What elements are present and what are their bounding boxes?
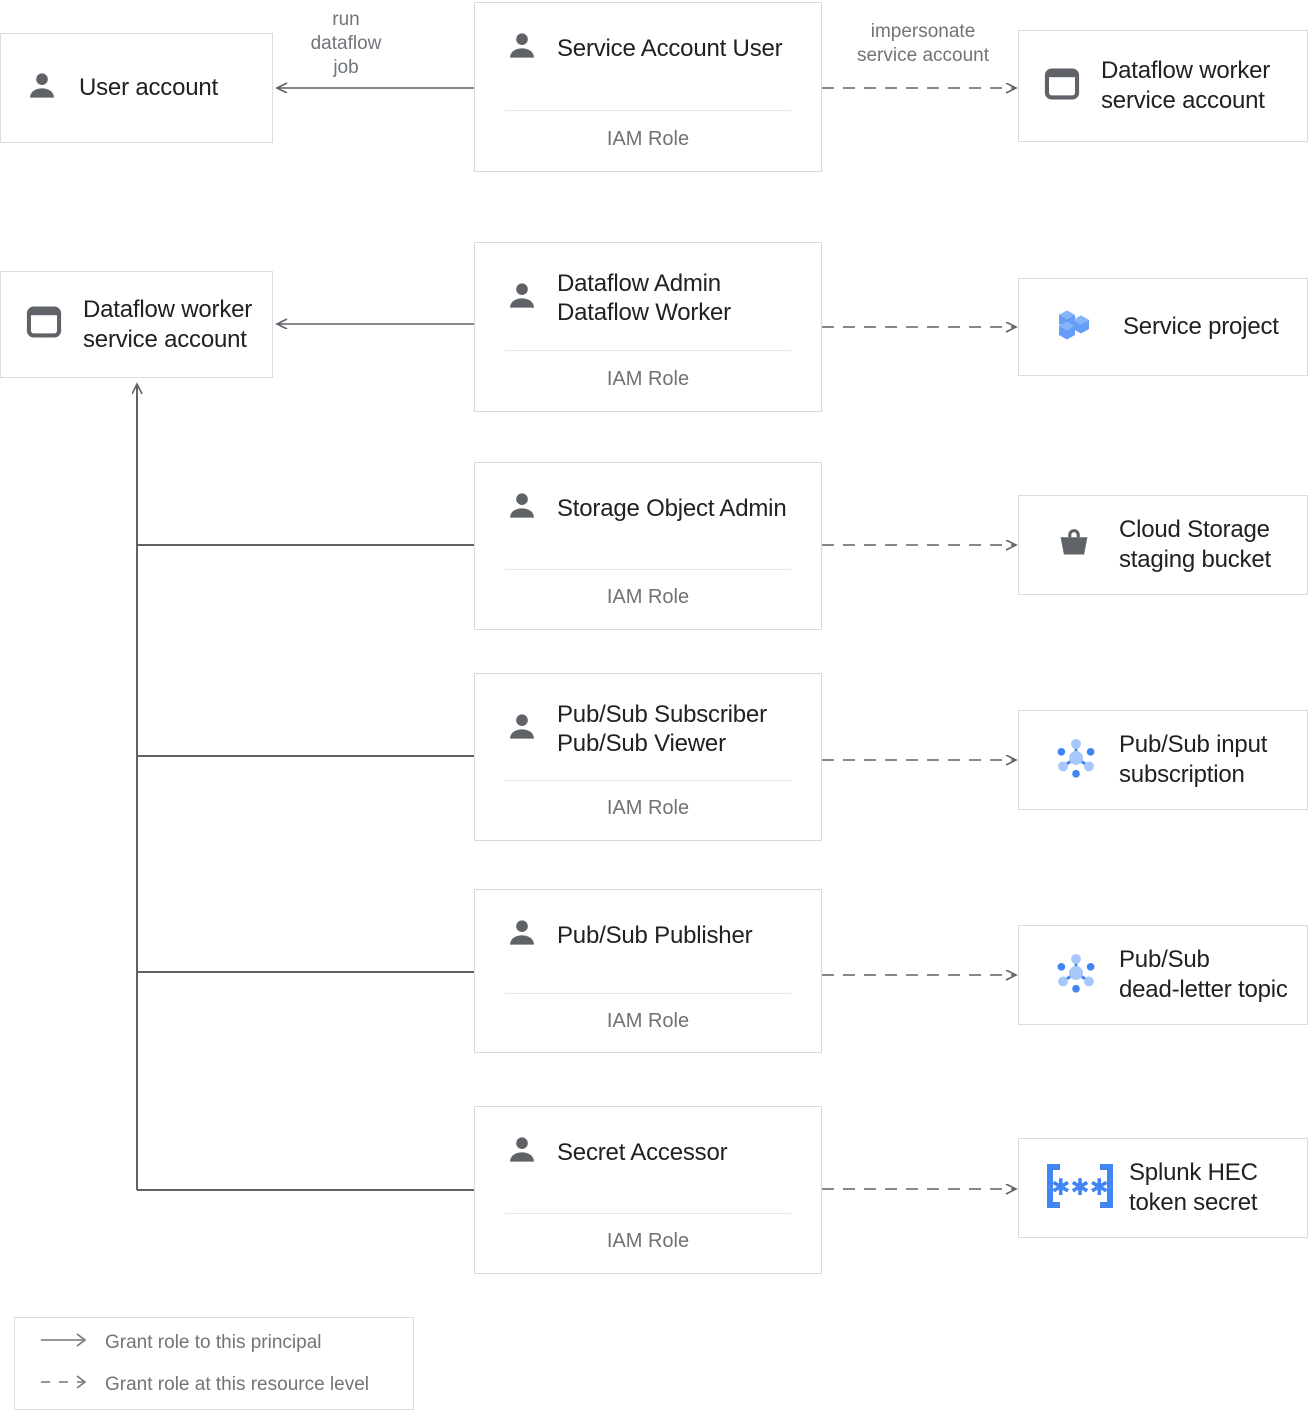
pubsub-icon bbox=[1049, 731, 1103, 790]
person-icon bbox=[25, 69, 59, 108]
role-card-pubsub-publisher[interactable]: Pub/Sub Publisher IAM Role bbox=[474, 889, 822, 1053]
role-title: Service Account User bbox=[557, 35, 783, 62]
service-account-icon bbox=[1043, 65, 1081, 108]
storage-bucket-icon bbox=[1051, 520, 1097, 571]
entity-label: Dataflow worker service account bbox=[83, 295, 253, 353]
person-icon bbox=[505, 489, 539, 528]
edge-label-impersonate-service-account: impersonate service account bbox=[856, 21, 989, 66]
entity-service-project[interactable]: Service project bbox=[1018, 278, 1308, 376]
entity-label: Cloud Storage staging bucket bbox=[1119, 516, 1271, 573]
legend-item-grant-at-resource-level: Grant role at this resource level bbox=[39, 1372, 369, 1397]
entity-dataflow-worker-service-account[interactable]: Dataflow worker service account bbox=[0, 271, 273, 378]
entity-label: Dataflow worker service account bbox=[1101, 57, 1271, 114]
entity-label: Pub/Sub input subscription bbox=[1119, 731, 1268, 788]
legend-label: Grant role at this resource level bbox=[105, 1373, 370, 1395]
card-divider bbox=[505, 780, 791, 781]
card-divider bbox=[505, 110, 791, 111]
person-icon bbox=[505, 916, 539, 955]
pubsub-icon bbox=[1049, 946, 1103, 1005]
secret-asterisks-icon: ✱✱✱ bbox=[1045, 1161, 1115, 1216]
entity-label: Pub/Sub dead-letter topic bbox=[1119, 946, 1288, 1003]
person-icon bbox=[505, 29, 539, 68]
entity-cloud-storage-staging-bucket[interactable]: Cloud Storage staging bucket bbox=[1018, 495, 1308, 595]
legend: Grant role to this principal Grant role … bbox=[14, 1317, 414, 1410]
role-card-storage-object-admin[interactable]: Storage Object Admin IAM Role bbox=[474, 462, 822, 630]
entity-pubsub-input-subscription[interactable]: Pub/Sub input subscription bbox=[1018, 710, 1308, 810]
role-subtitle: IAM Role bbox=[606, 586, 690, 608]
legend-label: Grant role to this principal bbox=[105, 1331, 322, 1353]
role-title: Secret Accessor bbox=[557, 1139, 728, 1166]
role-card-secret-accessor[interactable]: Secret Accessor IAM Role bbox=[474, 1106, 822, 1274]
person-icon bbox=[505, 710, 539, 749]
edge-label-run-dataflow-job: run dataflow job bbox=[310, 9, 382, 78]
role-subtitle: IAM Role bbox=[606, 1230, 690, 1252]
role-subtitle: IAM Role bbox=[606, 368, 690, 390]
role-subtitle: IAM Role bbox=[606, 797, 690, 819]
role-title: Dataflow Admin Dataflow Worker bbox=[557, 270, 731, 326]
entity-label: User account bbox=[79, 74, 218, 101]
person-icon bbox=[505, 279, 539, 318]
dashed-arrow-icon bbox=[39, 1372, 91, 1397]
role-title: Pub/Sub Subscriber Pub/Sub Viewer bbox=[557, 701, 767, 757]
role-card-service-account-user[interactable]: Service Account User IAM Role bbox=[474, 2, 822, 172]
service-account-icon bbox=[25, 303, 63, 346]
entity-label: Splunk HEC token secret bbox=[1129, 1159, 1258, 1216]
entity-user-account[interactable]: User account bbox=[0, 33, 273, 143]
entity-splunk-hec-token-secret[interactable]: ✱✱✱ Splunk HEC token secret bbox=[1018, 1138, 1308, 1238]
role-title: Pub/Sub Publisher bbox=[557, 922, 753, 949]
card-divider bbox=[505, 1213, 791, 1214]
card-divider bbox=[505, 569, 791, 570]
role-card-pubsub-subscriber[interactable]: Pub/Sub Subscriber Pub/Sub Viewer IAM Ro… bbox=[474, 673, 822, 841]
entity-dataflow-worker-service-account-top[interactable]: Dataflow worker service account bbox=[1018, 30, 1308, 142]
project-hexagons-icon bbox=[1051, 301, 1099, 354]
card-divider bbox=[505, 993, 791, 994]
legend-item-grant-to-principal: Grant role to this principal bbox=[39, 1330, 322, 1355]
role-card-dataflow-admin[interactable]: Dataflow Admin Dataflow Worker IAM Role bbox=[474, 242, 822, 412]
role-subtitle: IAM Role bbox=[606, 128, 690, 150]
person-icon bbox=[505, 1133, 539, 1172]
role-subtitle: IAM Role bbox=[606, 1010, 690, 1032]
entity-label: Service project bbox=[1123, 313, 1279, 340]
card-divider bbox=[505, 350, 791, 351]
entity-pubsub-dead-letter-topic[interactable]: Pub/Sub dead-letter topic bbox=[1018, 925, 1308, 1025]
svg-text:✱✱✱: ✱✱✱ bbox=[1051, 1174, 1109, 1200]
solid-arrow-icon bbox=[39, 1330, 91, 1355]
role-title: Storage Object Admin bbox=[557, 495, 787, 522]
